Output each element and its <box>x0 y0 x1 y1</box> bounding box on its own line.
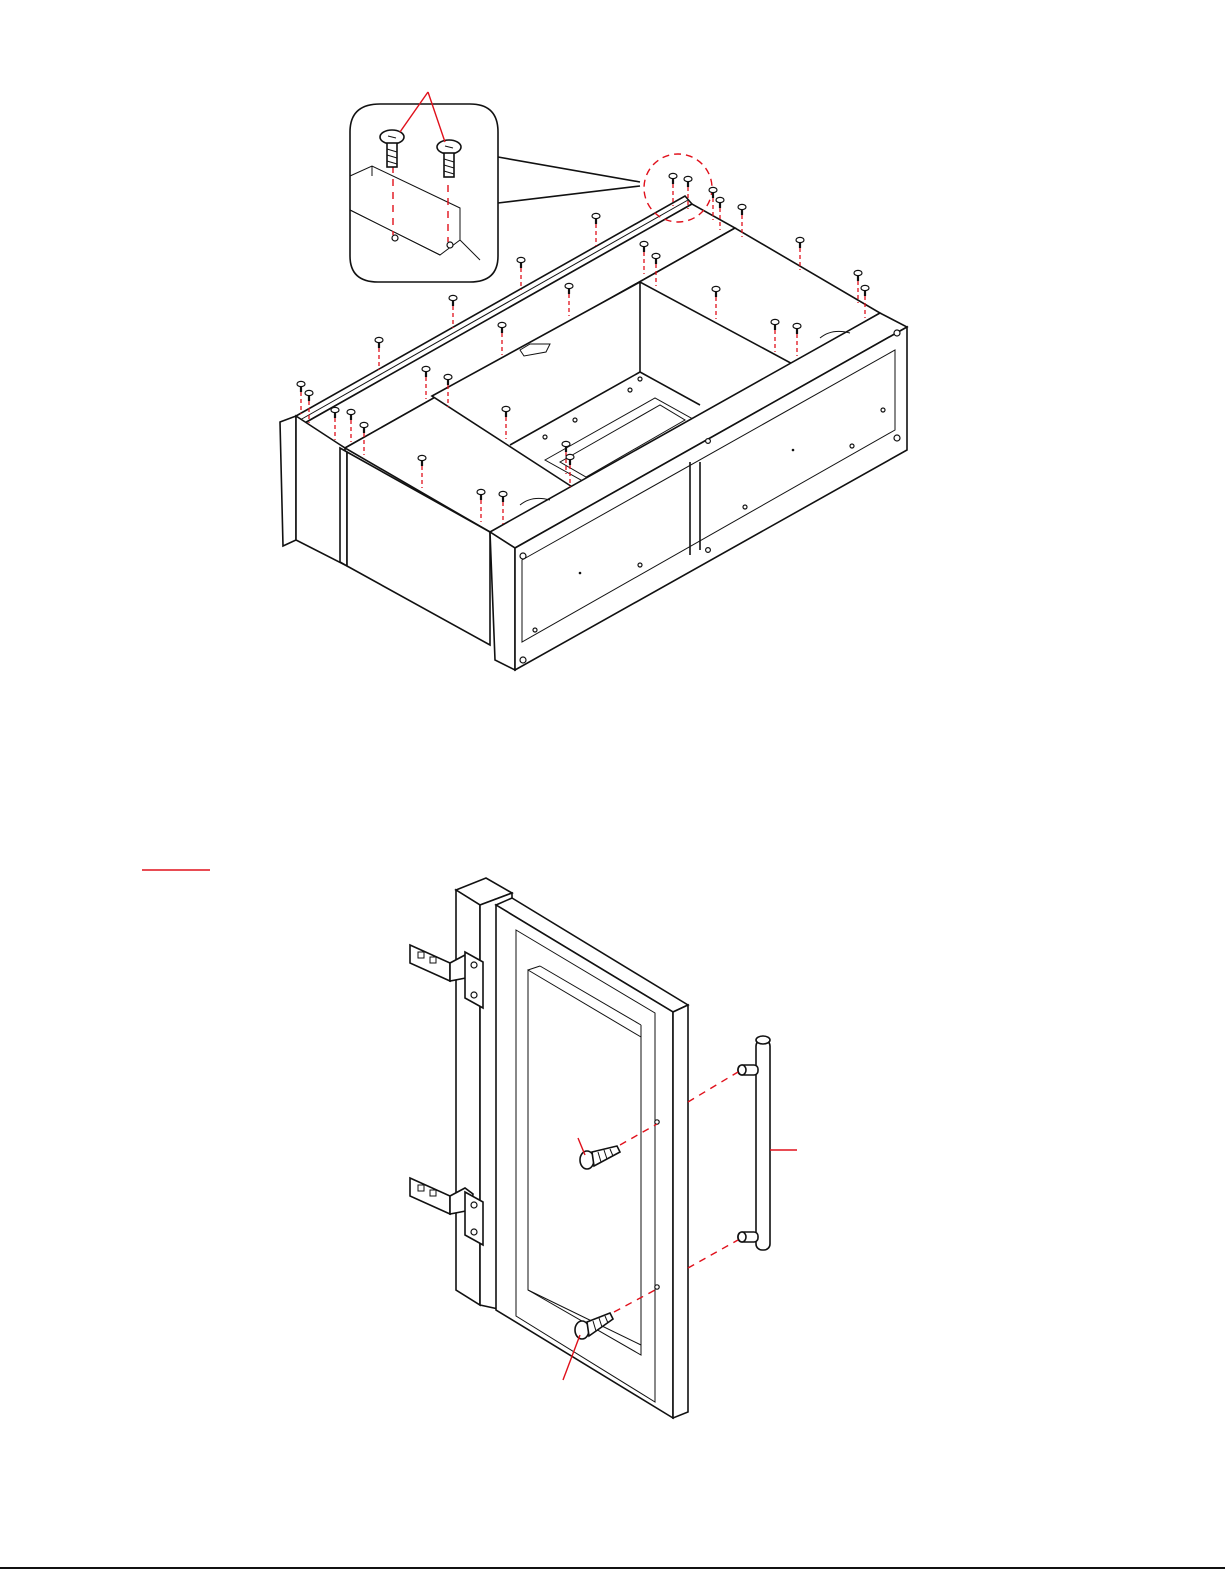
screw-icon <box>449 295 457 328</box>
hinge-top-icon <box>410 945 483 1008</box>
handle-alignment-lines <box>614 1072 738 1312</box>
detail-screw-left-icon <box>380 130 404 167</box>
bar-handle-icon <box>738 1036 797 1250</box>
screw-icon <box>517 257 525 290</box>
top-assembly-figure <box>0 0 1225 760</box>
handle-screw-lower-icon <box>563 1313 613 1380</box>
screw-icon <box>297 381 305 414</box>
door-panel <box>456 878 688 1418</box>
screw-icon <box>375 337 383 370</box>
handle-screw-upper-icon <box>578 1138 620 1169</box>
detail-screw-right-icon <box>437 140 461 177</box>
screw-icon <box>592 213 600 246</box>
hinge-bottom-icon <box>410 1178 483 1245</box>
